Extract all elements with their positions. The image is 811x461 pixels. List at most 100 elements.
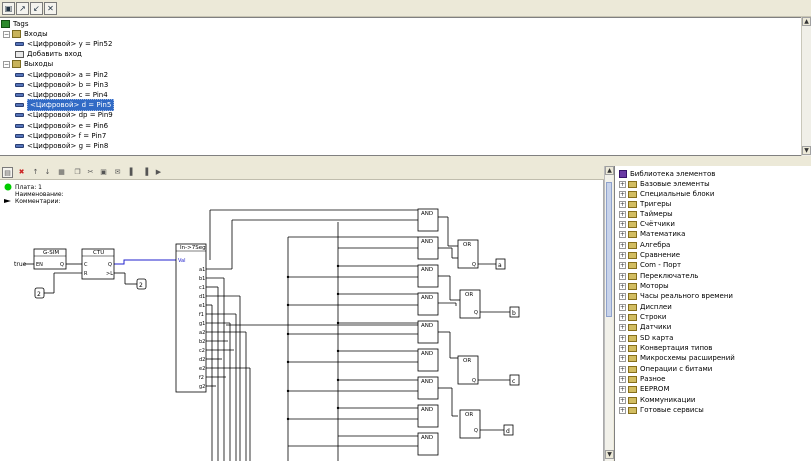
board-icon[interactable]: ▤ bbox=[2, 167, 13, 178]
tree-item-output[interactable]: <Цифровой> f = Pin7 bbox=[15, 131, 106, 141]
expand-icon[interactable]: + bbox=[619, 375, 626, 383]
expand-icon[interactable]: + bbox=[619, 313, 626, 321]
export-icon[interactable]: ↗ bbox=[16, 2, 29, 15]
scroll-thumb[interactable] bbox=[606, 182, 612, 317]
library-item[interactable]: +SD карта bbox=[619, 333, 673, 343]
expand-icon[interactable]: + bbox=[619, 385, 626, 393]
save-icon[interactable]: ▣ bbox=[2, 2, 15, 15]
tree-group-outputs[interactable]: − Выходы bbox=[3, 59, 53, 69]
expand-icon[interactable]: + bbox=[619, 210, 626, 218]
properties-icon[interactable]: ▦ bbox=[58, 168, 65, 176]
canvas-scrollbar[interactable]: ▲ ▼ bbox=[604, 166, 614, 461]
tree-item-output[interactable]: <Цифровой> a = Pin2 bbox=[15, 70, 108, 80]
tree-item-output[interactable]: <Цифровой> dp = Pin9 bbox=[15, 110, 113, 120]
gsim-block[interactable]: G-SIM EN Q bbox=[33, 248, 67, 270]
folder-icon bbox=[628, 406, 637, 414]
library-item[interactable]: +Микросхемы расширений bbox=[619, 353, 735, 363]
scroll-down-icon[interactable]: ▼ bbox=[605, 450, 614, 459]
comment-icon[interactable]: ✉ bbox=[114, 168, 121, 176]
align-center-icon[interactable]: ▐ bbox=[142, 168, 149, 176]
expand-icon[interactable]: + bbox=[619, 241, 626, 249]
or-blocks[interactable]: OR Q OR Q OR Q OR Q bbox=[457, 239, 481, 439]
expand-icon[interactable]: + bbox=[619, 292, 626, 300]
library-item[interactable]: +Дисплеи bbox=[619, 302, 672, 312]
import-icon[interactable]: ↙ bbox=[30, 2, 43, 15]
panel-splitter[interactable] bbox=[0, 156, 811, 166]
align-left-icon[interactable]: ▌ bbox=[129, 168, 136, 176]
tree-item-output[interactable]: <Цифровой> c = Pin4 bbox=[15, 90, 108, 100]
expand-icon[interactable]: + bbox=[619, 251, 626, 259]
add-input-item[interactable]: Добавить вход bbox=[15, 49, 82, 59]
const-block[interactable]: 2 bbox=[136, 278, 147, 290]
library-item[interactable]: +Таймеры bbox=[619, 209, 673, 219]
ctu-block[interactable]: CTU C R Q >L bbox=[81, 248, 115, 280]
tags-scrollbar[interactable]: ▲ ▼ bbox=[801, 17, 811, 156]
expand-icon[interactable]: + bbox=[619, 323, 626, 331]
expand-icon[interactable]: + bbox=[619, 344, 626, 352]
tree-item-output[interactable]: <Цифровой> g = Pin8 bbox=[15, 141, 108, 151]
tree-group-inputs[interactable]: − Входы bbox=[3, 29, 48, 39]
library-item[interactable]: +Счётчики bbox=[619, 219, 675, 229]
expand-icon[interactable]: + bbox=[619, 180, 626, 188]
expand-icon[interactable]: + bbox=[619, 200, 626, 208]
collapse-icon[interactable]: − bbox=[3, 30, 10, 38]
library-root[interactable]: Библиотека элементов bbox=[619, 169, 715, 179]
library-item[interactable]: +Конвертация типов bbox=[619, 343, 712, 353]
move-up-icon[interactable]: ↑ bbox=[32, 168, 39, 176]
expand-icon[interactable]: + bbox=[619, 272, 626, 280]
expand-icon[interactable]: + bbox=[619, 365, 626, 373]
move-down-icon[interactable]: ↓ bbox=[44, 168, 51, 176]
and-blocks[interactable]: AND AND AND AND AND AND AND AND AND bbox=[417, 208, 439, 456]
library-item[interactable]: +Базовые элементы bbox=[619, 179, 710, 189]
library-item[interactable]: +Часы реального времени bbox=[619, 291, 733, 301]
scroll-down-icon[interactable]: ▼ bbox=[802, 146, 811, 155]
expand-icon[interactable]: + bbox=[619, 303, 626, 311]
library-item[interactable]: +Тригеры bbox=[619, 199, 671, 209]
or-label: OR bbox=[465, 292, 473, 298]
scroll-up-icon[interactable]: ▲ bbox=[605, 166, 614, 175]
tree-item-input[interactable]: <Цифровой> y = Pin52 bbox=[15, 39, 112, 49]
expand-icon[interactable]: + bbox=[619, 220, 626, 228]
library-item[interactable]: +EEPROM bbox=[619, 384, 669, 394]
expand-icon[interactable]: + bbox=[619, 334, 626, 342]
cut-icon[interactable]: ✂ bbox=[87, 168, 94, 176]
library-item[interactable]: +Математика bbox=[619, 229, 685, 239]
tree-root-tags[interactable]: Tags bbox=[1, 19, 29, 29]
library-item[interactable]: +Датчики bbox=[619, 322, 671, 332]
library-item[interactable]: +Сравнение bbox=[619, 250, 680, 260]
tag-label: <Цифровой> f = Pin7 bbox=[27, 132, 107, 140]
close-icon[interactable]: ✕ bbox=[44, 2, 57, 15]
library-item[interactable]: +Алгебра bbox=[619, 240, 670, 250]
int-to-7seg-block[interactable]: In->7Seg Val bbox=[175, 243, 207, 393]
tree-item-output[interactable]: <Цифровой> b = Pin3 bbox=[15, 80, 108, 90]
output-tags[interactable]: a b c d bbox=[495, 258, 520, 436]
tree-item-output-selected[interactable]: <Цифровой> d = Pin5 bbox=[15, 99, 115, 111]
tree-item-output[interactable]: <Цифровой> e = Pin6 bbox=[15, 121, 108, 131]
library-item[interactable]: +Операции с битами bbox=[619, 364, 712, 374]
scroll-up-icon[interactable]: ▲ bbox=[802, 17, 811, 26]
expand-icon[interactable]: + bbox=[619, 190, 626, 198]
library-item[interactable]: +Строки bbox=[619, 312, 666, 322]
copy-icon[interactable]: ❐ bbox=[74, 168, 81, 176]
library-item[interactable]: +Коммуникации bbox=[619, 395, 695, 405]
library-item[interactable]: +Моторы bbox=[619, 281, 669, 291]
delete-icon[interactable]: ✖ bbox=[18, 168, 25, 176]
const-block[interactable]: 2 bbox=[34, 287, 45, 299]
tree-root-label: Tags bbox=[13, 20, 29, 28]
library-item[interactable]: +Специальные блоки bbox=[619, 189, 714, 199]
expand-icon[interactable]: + bbox=[619, 354, 626, 362]
library-item[interactable]: +Com - Порт bbox=[619, 260, 681, 270]
expand-icon[interactable]: + bbox=[619, 396, 626, 404]
ctu-pin-r: R bbox=[84, 271, 88, 277]
expand-icon[interactable]: + bbox=[619, 261, 626, 269]
library-item[interactable]: +Разное bbox=[619, 374, 665, 384]
diagram-canvas[interactable]: Плата: 1 Наименование: Комментарии: bbox=[0, 180, 604, 461]
collapse-icon[interactable]: − bbox=[3, 60, 10, 68]
expand-icon[interactable]: + bbox=[619, 406, 626, 414]
align-right-icon[interactable]: ▶ bbox=[155, 168, 162, 176]
library-item[interactable]: +Переключатель bbox=[619, 271, 698, 281]
library-item[interactable]: +Готовые сервисы bbox=[619, 405, 704, 415]
expand-icon[interactable]: + bbox=[619, 230, 626, 238]
expand-icon[interactable]: + bbox=[619, 282, 626, 290]
paste-icon[interactable]: ▣ bbox=[100, 168, 107, 176]
